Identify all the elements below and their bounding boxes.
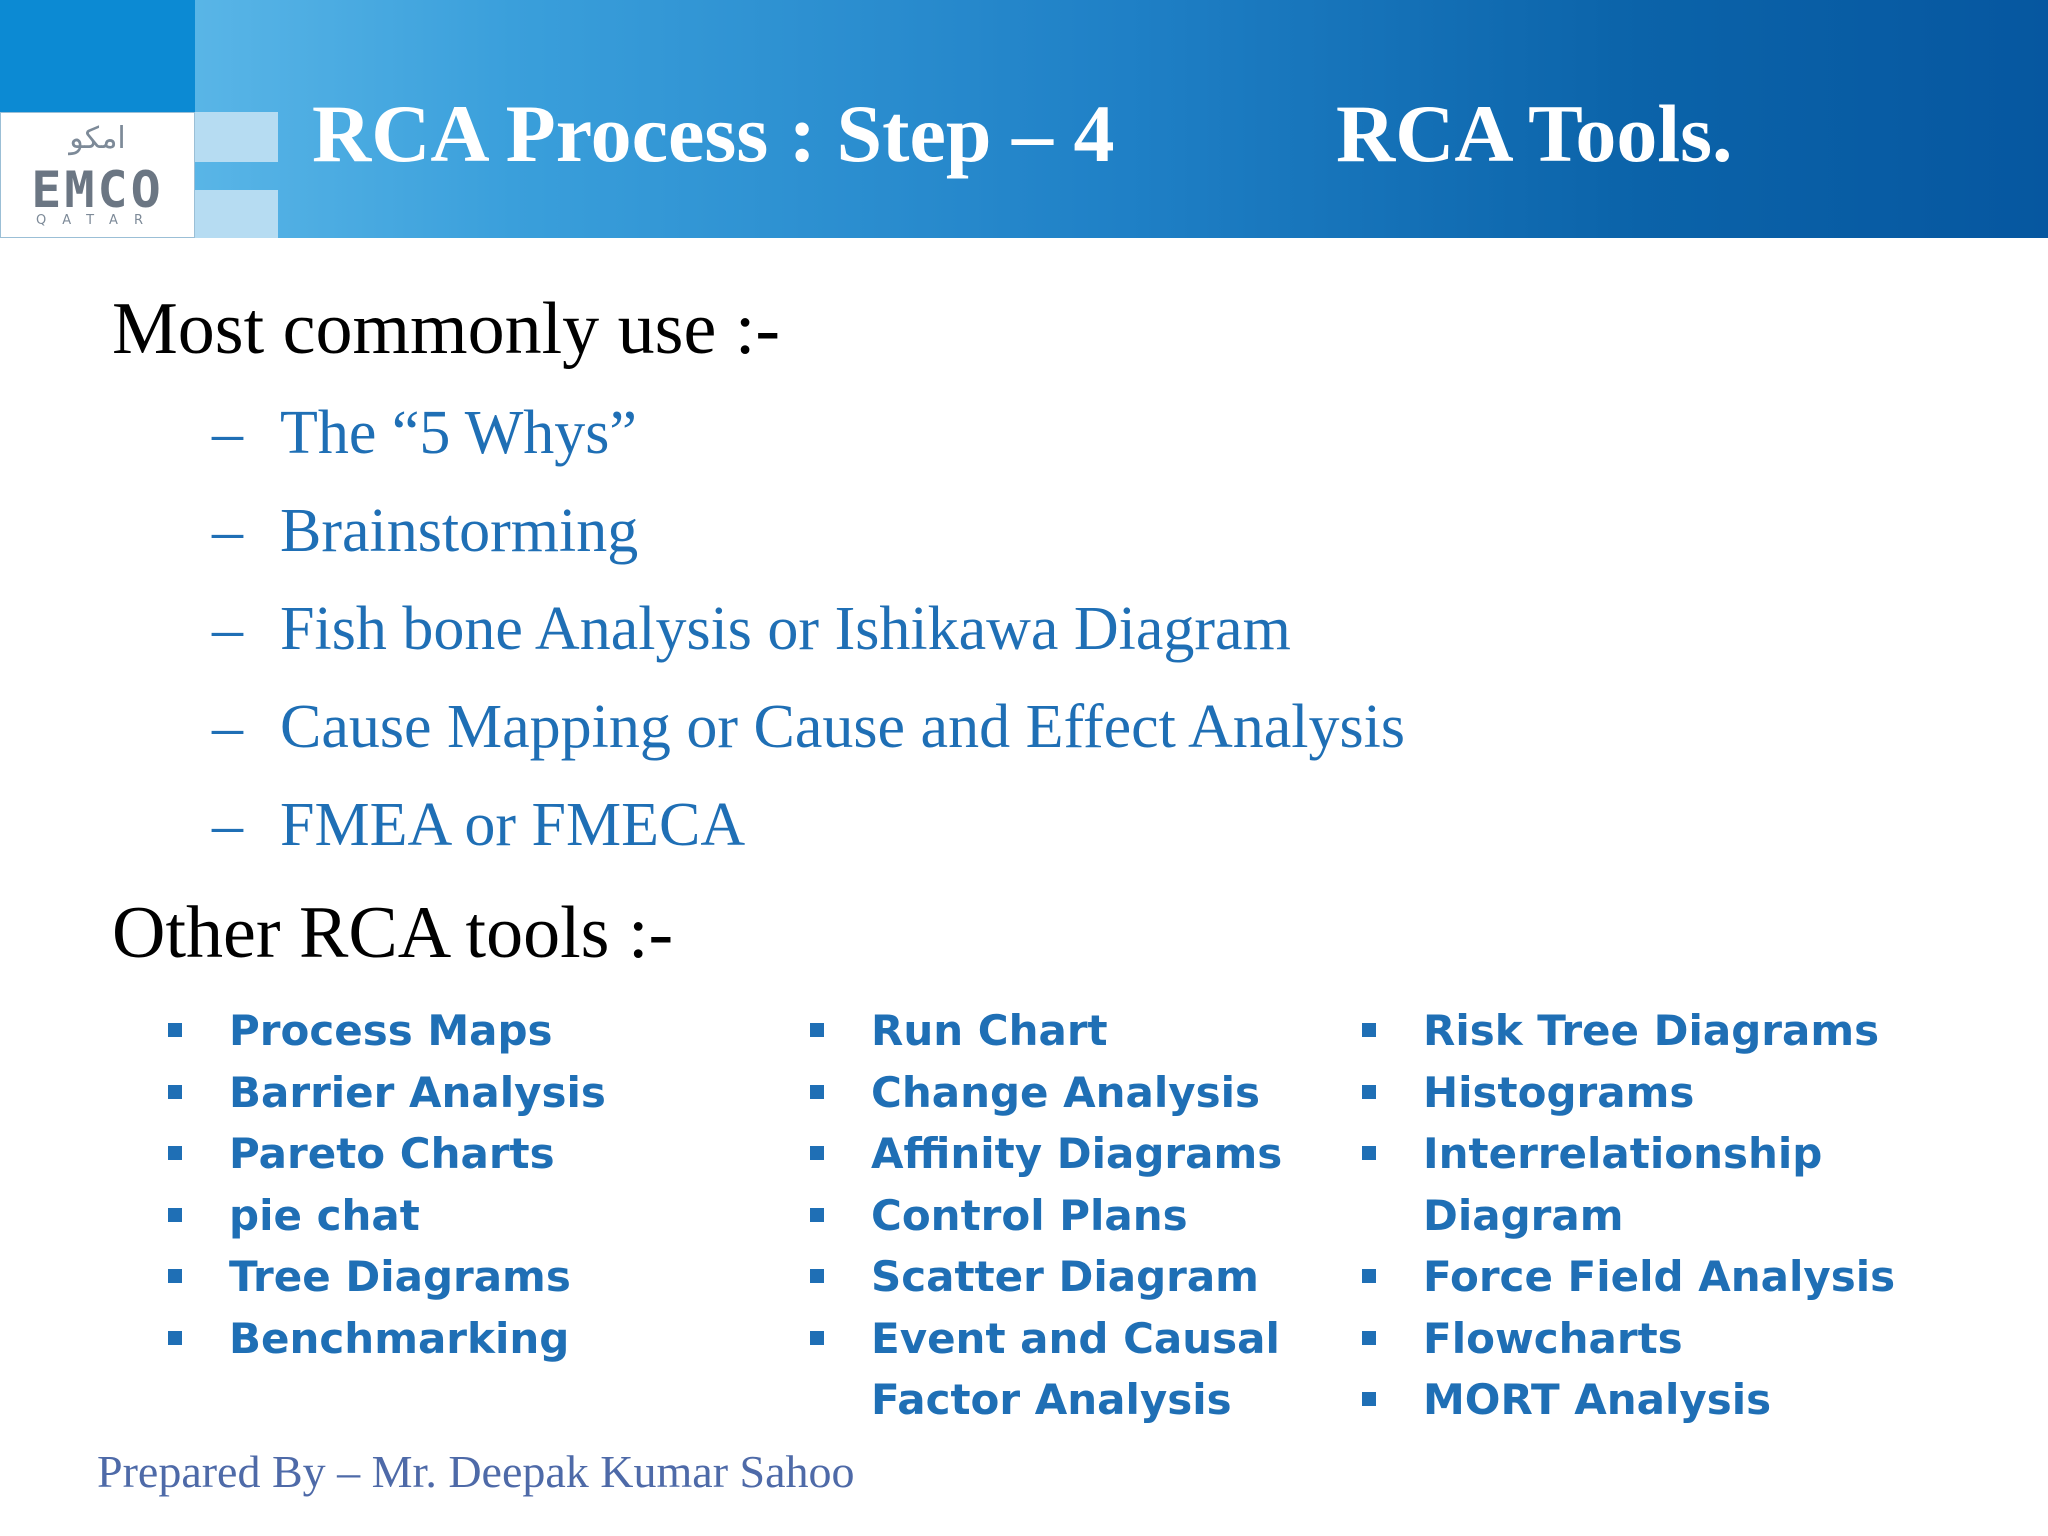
- other-tools-column-1: Process Maps Barrier Analysis Pareto Cha…: [168, 1000, 606, 1369]
- section-heading-other: Other RCA tools :-: [112, 892, 674, 974]
- square-bullet-icon: [1362, 1084, 1376, 1099]
- list-item: MORT Analysis: [1362, 1369, 1895, 1431]
- header-accent-block: [0, 0, 195, 112]
- list-item-text: Cause Mapping or Cause and Effect Analys…: [280, 693, 1405, 761]
- list-item: Barrier Analysis: [168, 1062, 606, 1124]
- square-bullet-icon: [810, 1084, 824, 1099]
- list-item: Run Chart: [810, 1000, 1282, 1062]
- list-item-text: MORT Analysis: [1423, 1375, 1772, 1424]
- list-item: pie chat: [168, 1185, 606, 1247]
- dash-marker: –: [212, 693, 243, 761]
- list-item-text: Control Plans: [871, 1190, 1188, 1240]
- list-item-text: Event and Causal: [871, 1313, 1280, 1363]
- list-item: –Cause Mapping or Cause and Effect Analy…: [212, 682, 1405, 780]
- list-item-text: Flowcharts: [1423, 1313, 1683, 1363]
- other-tools-column-2: Run Chart Change Analysis Affinity Diagr…: [810, 1000, 1282, 1431]
- list-item-text: Tree Diagrams: [229, 1252, 571, 1301]
- square-bullet-icon: [1362, 1146, 1376, 1160]
- square-bullet-icon: [168, 1146, 182, 1160]
- list-item-text: Force Field Analysis: [1423, 1252, 1896, 1301]
- section-heading-common: Most commonly use :-: [112, 288, 781, 370]
- list-item: Benchmarking: [168, 1308, 606, 1370]
- list-item: Histograms: [1362, 1062, 1895, 1124]
- dash-marker: –: [212, 399, 243, 467]
- list-item-text: Affinity Diagrams: [871, 1129, 1283, 1178]
- square-bullet-icon: [168, 1207, 182, 1222]
- list-item: Interrelationship: [1362, 1123, 1895, 1185]
- square-bullet-icon: [168, 1023, 182, 1037]
- list-item: Force Field Analysis: [1362, 1246, 1895, 1308]
- square-bullet-icon: [810, 1146, 824, 1160]
- list-item-text: Factor Analysis: [871, 1375, 1232, 1424]
- header-accent-square: [195, 190, 278, 238]
- emco-logo: امكو EMCO QATAR: [0, 112, 195, 238]
- square-bullet-icon: [810, 1207, 824, 1222]
- list-item-text: Histograms: [1423, 1067, 1695, 1117]
- list-item-text: FMEA or FMECA: [280, 791, 746, 859]
- list-item-text: Diagram: [1423, 1190, 1624, 1240]
- list-item: Flowcharts: [1362, 1308, 1895, 1370]
- logo-sub-text: QATAR: [36, 213, 159, 228]
- dash-marker: –: [212, 497, 243, 565]
- list-item: –The “5 Whys”: [212, 388, 1405, 486]
- list-item: –FMEA or FMECA: [212, 780, 1405, 878]
- list-item-text: Process Maps: [229, 1006, 553, 1055]
- list-item: –Brainstorming: [212, 486, 1405, 584]
- list-item: Affinity Diagrams: [810, 1123, 1282, 1185]
- list-item-text: Interrelationship: [1423, 1129, 1823, 1178]
- other-tools-column-3: Risk Tree Diagrams Histograms Interrelat…: [1362, 1000, 1895, 1431]
- list-item-text: Scatter Diagram: [871, 1252, 1259, 1301]
- dash-marker: –: [212, 595, 243, 663]
- list-item: Pareto Charts: [168, 1123, 606, 1185]
- list-item: Event and Causal: [810, 1308, 1282, 1370]
- list-item-text: Run Chart: [871, 1006, 1108, 1055]
- dash-marker: –: [212, 791, 243, 859]
- square-bullet-icon: [810, 1330, 824, 1345]
- list-item-text: Brainstorming: [280, 497, 639, 565]
- list-item-text: Risk Tree Diagrams: [1423, 1006, 1880, 1055]
- list-item: Scatter Diagram: [810, 1246, 1282, 1308]
- square-bullet-icon: [1362, 1330, 1376, 1345]
- list-item: Risk Tree Diagrams: [1362, 1000, 1895, 1062]
- list-item: Control Plans: [810, 1185, 1282, 1247]
- list-item-text: pie chat: [229, 1190, 420, 1240]
- slide-title: RCA Process : Step – 4: [312, 88, 1115, 179]
- list-item-text: Benchmarking: [229, 1313, 570, 1363]
- list-item: –Fish bone Analysis or Ishikawa Diagram: [212, 584, 1405, 682]
- list-item: Tree Diagrams: [168, 1246, 606, 1308]
- list-item-text: Fish bone Analysis or Ishikawa Diagram: [280, 595, 1291, 663]
- list-item-text: Pareto Charts: [229, 1129, 555, 1178]
- list-item: Change Analysis: [810, 1062, 1282, 1124]
- list-item-text: The “5 Whys”: [280, 399, 637, 467]
- square-bullet-icon: [810, 1023, 824, 1037]
- list-item-continuation: Diagram: [1362, 1185, 1895, 1247]
- square-bullet-icon: [1362, 1269, 1376, 1283]
- list-item-text: Barrier Analysis: [229, 1067, 606, 1117]
- square-bullet-icon: [1362, 1392, 1376, 1406]
- logo-main-text: EMCO: [31, 161, 164, 219]
- common-tools-list: –The “5 Whys” –Brainstorming –Fish bone …: [212, 388, 1405, 878]
- square-bullet-icon: [810, 1269, 824, 1283]
- square-bullet-icon: [168, 1084, 182, 1099]
- square-bullet-icon: [1362, 1023, 1376, 1037]
- square-bullet-icon: [168, 1269, 182, 1283]
- header-accent-square: [195, 112, 278, 162]
- logo-arabic-text: امكو: [69, 121, 126, 156]
- list-item-continuation: Factor Analysis: [810, 1369, 1282, 1431]
- header-banner: امكو EMCO QATAR RCA Process : Step – 4 R…: [0, 0, 2048, 238]
- list-item: Process Maps: [168, 1000, 606, 1062]
- list-item-text: Change Analysis: [871, 1067, 1261, 1117]
- square-bullet-icon: [168, 1330, 182, 1345]
- slide-title-right: RCA Tools.: [1336, 88, 1733, 179]
- footer-credit: Prepared By – Mr. Deepak Kumar Sahoo: [97, 1446, 855, 1497]
